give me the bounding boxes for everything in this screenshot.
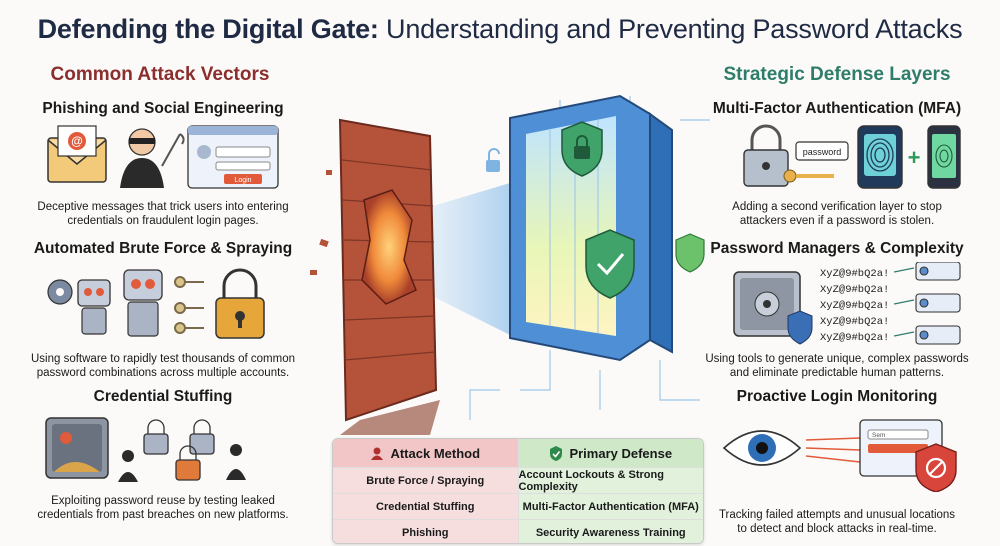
shield-lock-icon: [561, 121, 603, 177]
attack-cell: Phishing: [333, 520, 519, 543]
password-managers-desc-line-2: and eliminate predictable human patterns…: [729, 367, 945, 379]
open-lock-icon: [486, 148, 500, 172]
monitoring-title: Proactive Login Monitoring: [736, 388, 938, 405]
shield-check-icon: [585, 229, 635, 299]
padlock-icon: [215, 268, 265, 339]
brute-force-desc-line-2: password combinations across multiple ac…: [36, 367, 290, 379]
attack-cell: Brute Force / Spraying: [333, 468, 519, 493]
password-managers-description: Using tools to generate unique, complex …: [702, 352, 972, 380]
shield-check-icon: [549, 445, 563, 461]
block-shield-icon: [915, 443, 957, 492]
title-bold-part: Defending the Digital Gate:: [37, 14, 379, 44]
table-header-row: Attack Method Primary Defense: [333, 439, 703, 467]
wall-breach-icon: [361, 189, 417, 305]
svg-text:@: @: [71, 134, 83, 148]
phishing-description: Deceptive messages that trick users into…: [28, 200, 298, 228]
generated-passwords-list: XyZ@9#bQ2a! XyZ@9#bQ2a! XyZ@9#bQ2a! XyZ@…: [820, 268, 889, 344]
credential-stuffing-illustration: [45, 417, 246, 482]
credential-stuffing-desc-line-1: Exploiting password reuse by testing lea…: [51, 495, 275, 507]
monitoring-description: Tracking failed attempts and unusual loc…: [702, 508, 972, 536]
generated-password-2: XyZ@9#bQ2a!: [820, 284, 889, 296]
generated-password-1: XyZ@9#bQ2a!: [820, 268, 889, 280]
password-bubble-icon: [795, 141, 849, 161]
password-bubble-text: password: [803, 147, 842, 157]
phishing-illustration: @ Login: [47, 125, 279, 189]
attack-defense-table: Attack Method Primary Defense Brute Forc…: [332, 438, 704, 544]
mfa-desc-line-1: Adding a second verification layer to st…: [732, 201, 942, 213]
fake-login-window-icon: [187, 125, 279, 189]
padlock-row-icon: [143, 419, 215, 481]
primary-defense-header: Primary Defense: [518, 439, 703, 467]
defense-cell: Account Lockouts & Strong Complexity: [518, 468, 703, 493]
small-shield-icon: [675, 233, 705, 273]
password-managers-desc-line-1: Using tools to generate unique, complex …: [705, 353, 969, 365]
robot-large-icon: [123, 269, 163, 337]
envelope-icon: @: [47, 125, 107, 183]
phishing-title: Phishing and Social Engineering: [42, 100, 284, 117]
key-icon: [783, 169, 834, 183]
brute-force-desc-line-1: Using software to rapidly test thousands…: [31, 353, 295, 365]
wall-and-gate-illustration: [310, 94, 710, 435]
mfa-desc-line-2: attackers even if a password is stolen.: [739, 215, 935, 227]
brute-force-description: Using software to rapidly test thousands…: [28, 352, 298, 380]
attack-cell: Credential Stuffing: [333, 494, 519, 519]
smartphone-icon: [927, 125, 961, 189]
table-row: Phishing Security Awareness Training: [333, 519, 703, 543]
credential-stuffing-title: Credential Stuffing: [93, 388, 233, 405]
credential-stuffing-description: Exploiting password reuse by testing lea…: [28, 494, 298, 522]
defense-layers-heading: Strategic Defense Layers: [723, 64, 951, 85]
vault-icon: [45, 417, 109, 479]
shield-gear-icon: [787, 310, 813, 345]
robot-icon: [77, 279, 111, 335]
hacker-figure-icon: [120, 128, 185, 188]
hacker-icon: [370, 446, 384, 460]
defense-cell: Security Awareness Training: [518, 520, 703, 543]
mfa-illustration: password +: [743, 124, 961, 189]
defense-cell: Multi-Factor Authentication (MFA): [518, 494, 703, 519]
padlock-icon: [743, 124, 789, 187]
light-beam-icon: [420, 180, 520, 340]
attack-vectors-heading: Common Attack Vectors: [50, 64, 270, 85]
keys-icon: [174, 276, 204, 334]
generated-password-5: XyZ@9#bQ2a!: [820, 332, 889, 344]
password-managers-title: Password Managers & Complexity: [710, 240, 964, 257]
phishing-desc-line-1: Deceptive messages that trick users into…: [37, 201, 289, 213]
table-row: Brute Force / Spraying Account Lockouts …: [333, 467, 703, 493]
credential-stuffing-desc-line-2: credentials from past breaches on new pl…: [37, 509, 289, 521]
arrow-icons: [893, 267, 915, 337]
page-title: Defending the Digital Gate: Understandin…: [0, 14, 1000, 45]
primary-defense-header-label: Primary Defense: [569, 445, 673, 461]
fingerprint-scanner-icon: [857, 125, 903, 189]
monitoring-illustration: Sem: [722, 419, 957, 492]
mfa-description: Adding a second verification layer to st…: [702, 200, 972, 228]
title-rest-part: Understanding and Preventing Password At…: [378, 14, 963, 44]
generated-password-4: XyZ@9#bQ2a!: [820, 316, 889, 328]
brute-force-illustration: [47, 268, 265, 339]
safe-icon: [733, 271, 801, 337]
scan-lines-icon: [805, 437, 861, 463]
attack-method-header-label: Attack Method: [390, 445, 481, 461]
generated-password-3: XyZ@9#bQ2a!: [820, 300, 889, 312]
monitoring-desc-line-2: to detect and block attacks in real-time…: [737, 523, 937, 535]
fake-login-button: Login: [234, 177, 251, 184]
gear-icon: [47, 279, 73, 305]
attack-method-header: Attack Method: [333, 439, 519, 467]
plus-sign: +: [908, 145, 921, 170]
phishing-desc-line-2: credentials on fraudulent login pages.: [67, 215, 259, 227]
login-screen-label: Sem: [872, 432, 885, 439]
brute-force-title: Automated Brute Force & Spraying: [33, 240, 293, 257]
account-cards-icon: [915, 262, 961, 345]
mfa-title: Multi-Factor Authentication (MFA): [712, 100, 962, 117]
eye-icon: [722, 430, 802, 466]
brick-wall-icon: [310, 118, 440, 435]
monitoring-desc-line-1: Tracking failed attempts and unusual loc…: [718, 509, 956, 521]
password-manager-illustration: XyZ@9#bQ2a! XyZ@9#bQ2a! XyZ@9#bQ2a! XyZ@…: [733, 262, 961, 345]
attacker-figures-icon: [118, 444, 246, 482]
table-row: Credential Stuffing Multi-Factor Authent…: [333, 493, 703, 519]
